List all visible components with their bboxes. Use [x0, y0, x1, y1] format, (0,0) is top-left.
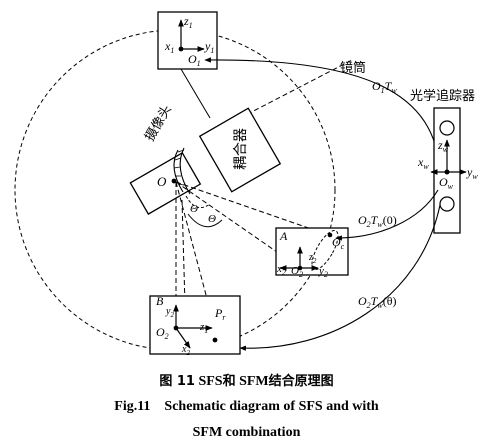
theta-small-label: Θ [190, 203, 198, 215]
frame-a: A Oc z2 x2 O2 y2 [275, 227, 349, 279]
caption-title-cn: 结合原理图 [268, 374, 334, 389]
caption-en-line1: Fig.11 Schematic diagram of SFS and with [114, 399, 379, 414]
tracker-lens-bottom [439, 196, 455, 212]
frame-b-pr: Pr [214, 306, 226, 322]
frame-o1-x: x1 [164, 39, 174, 55]
frame-a-y: y2 [318, 265, 328, 279]
workspace-circle [14, 29, 336, 351]
frame-a-x: x2 [276, 263, 286, 277]
frame-b: B y2 Pr O2 z1 x2 [149, 294, 241, 357]
frame-o1-z: z1 [183, 14, 193, 30]
camera-origin-dot [171, 178, 177, 184]
tube-dashed-line [239, 59, 353, 119]
frame-b-B: B [156, 294, 164, 308]
frame-a-z: z2 [308, 252, 317, 265]
frame-a-origin: O2 [291, 265, 303, 279]
caption-fig-number: 图 11 [159, 374, 195, 389]
camera-body [129, 151, 202, 215]
theta-small-arc [185, 195, 211, 209]
coupler-box [198, 107, 282, 193]
camera [129, 151, 202, 215]
frame-a-oc-dot [327, 232, 333, 238]
o2tw0-arrow [335, 189, 439, 241]
o2tw0-label: O2Tw(0) [358, 213, 397, 229]
theta-big-arc [187, 213, 223, 228]
tracker-origin: Ow [439, 175, 454, 191]
tracker-lens-top [439, 120, 455, 136]
frame-b-x: x2 [181, 344, 190, 357]
o1tw-label: O1Tw [372, 79, 397, 95]
frame-o1-origin: O1 [188, 52, 201, 68]
coupler: 耦合器 [198, 107, 282, 193]
tracker-label: 光学追踪器 [410, 88, 475, 104]
theta-big-label: Θ [208, 213, 216, 225]
caption-sfs: SFS [198, 374, 223, 389]
frame-a-oc: Oc [332, 235, 345, 251]
caption-cn: 图 11 SFS和 SFM结合原理图 [0, 370, 493, 390]
frame-o1-y: y1 [204, 39, 214, 55]
o2twtheta-label: O2Tw(θ) [358, 294, 396, 310]
frame-b-z: z1 [199, 321, 208, 335]
tracker-z: zw [437, 138, 449, 154]
caption-and: 和 [222, 374, 236, 389]
o2twtheta-arrow [239, 204, 441, 351]
frame-a-ellipse [311, 230, 339, 270]
tracker: zw xw yw Ow [417, 107, 478, 234]
frame-b-box [149, 295, 241, 355]
frame-b-pr-dot [212, 337, 218, 343]
frame-b-origin: O2 [156, 325, 169, 341]
camera-lens-arc [173, 149, 184, 193]
o1-link-line [180, 68, 211, 119]
tracker-x: xw [417, 155, 429, 171]
camera-label: 摄像头 [142, 103, 174, 144]
caption-sfm: SFM [239, 374, 269, 389]
camera-origin-label: O [157, 174, 167, 189]
coupler-label: 耦合器 [233, 128, 249, 170]
frame-a-A: A [279, 229, 288, 243]
tube-label: 镜筒 [340, 60, 366, 76]
tracker-y: yw [466, 165, 478, 181]
caption-en-line2: SFM combination [192, 425, 301, 440]
frame-b-y: y2 [165, 306, 174, 319]
